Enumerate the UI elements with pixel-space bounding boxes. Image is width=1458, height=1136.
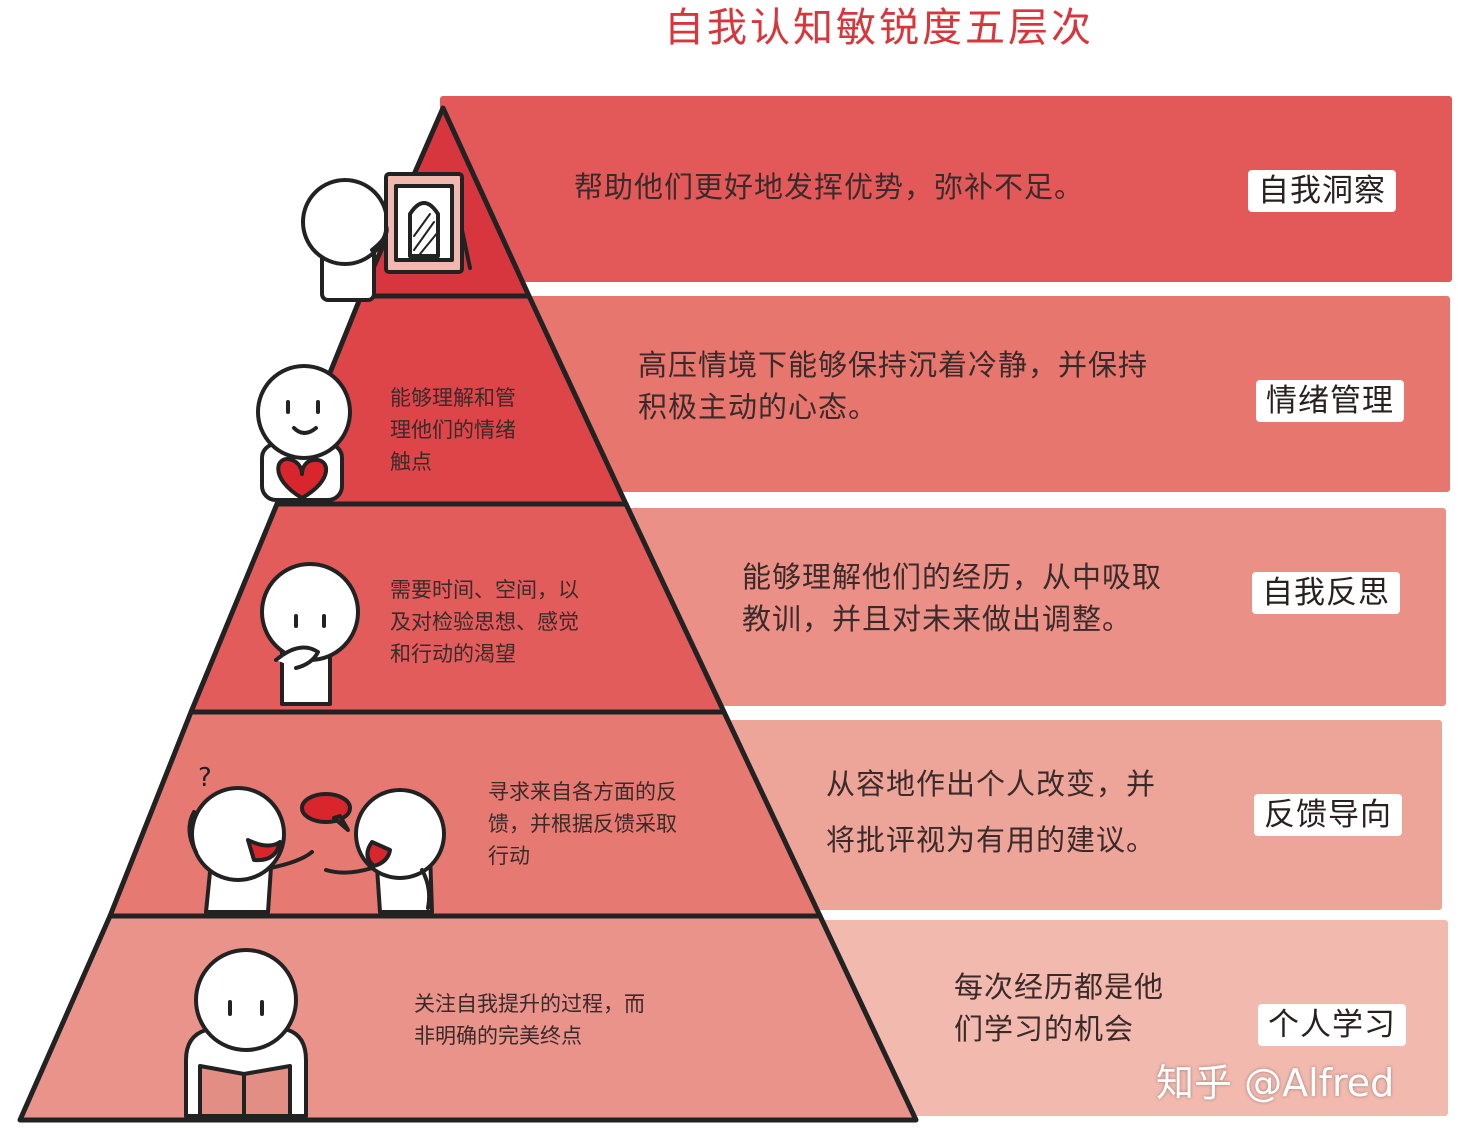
question-mark-text: ?: [198, 763, 212, 793]
level-1-description: 帮助他们更好地发挥优势，弥补不足。: [574, 170, 1085, 204]
figure-thinking-icon: [260, 562, 360, 706]
figure-heart-icon: [256, 364, 352, 502]
level-3-pyramid-text: 需要时间、空间，以 及对检验思想、感觉 和行动的渴望: [390, 578, 579, 666]
level-2-pyramid-text: 能够理解和管 理他们的情绪 触点: [390, 386, 516, 474]
level-4-tag: 反馈导向: [1254, 794, 1402, 836]
level-2-tag: 情绪管理: [1256, 380, 1404, 422]
level-4-description: 从容地作出个人改变，并 将批评视为有用的建议。: [826, 767, 1157, 857]
level-3-description: 能够理解他们的经历，从中吸取 教训，并且对未来做出调整。: [742, 560, 1163, 636]
figure-reading-icon: [184, 948, 308, 1118]
level-5-tag: 个人学习: [1258, 1004, 1406, 1046]
level-1-tag: 自我洞察: [1248, 170, 1396, 212]
page-title: 自我认知敏锐度五层次: [0, 2, 1458, 54]
level-3-tag: 自我反思: [1252, 572, 1400, 614]
level-5-pyramid-text: 关注自我提升的过程，而 非明确的完美终点: [414, 992, 645, 1048]
figure-conversation-icon: [187, 786, 446, 914]
level-5-description: 每次经历都是他 们学习的机会: [954, 970, 1165, 1046]
figure-mirror-icon: [301, 172, 472, 302]
level-4-pyramid-text: 寻求来自各方面的反 馈，并根据反馈采取 行动: [488, 780, 677, 868]
page-title-text: 自我认知敏锐度五层次: [664, 5, 1094, 51]
level-2-description: 高压情境下能够保持沉着冷静，并保持 积极主动的心态。: [638, 348, 1149, 424]
watermark: 知乎 @Alfred: [1156, 1061, 1395, 1105]
